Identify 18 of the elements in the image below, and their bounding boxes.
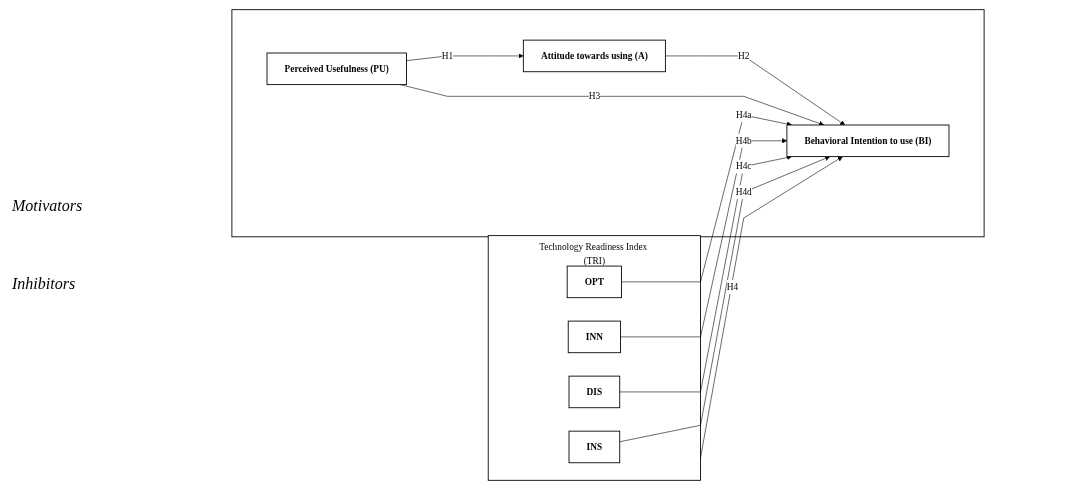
edge-label: H4: [726, 281, 739, 292]
edge-label: H2: [737, 50, 750, 61]
cluster: [231, 9, 985, 238]
edge-label: H4a: [735, 109, 752, 120]
edge-label: H1: [441, 50, 454, 61]
edge-label: H4b: [735, 135, 752, 146]
group-label: Motivators: [12, 197, 84, 215]
node-box: DIS: [568, 375, 621, 409]
node-box: INS: [568, 430, 621, 464]
edge-label: H4c: [735, 161, 752, 172]
node-box: Behavioral Intention to use (BI): [786, 124, 950, 158]
node-box: Perceived Usefulness (PU): [266, 52, 407, 86]
node-box: OPT: [566, 265, 622, 299]
edge-label: H3: [588, 91, 601, 101]
node-box: Attitude towards using (A): [522, 39, 666, 73]
edge-label: H4d: [735, 187, 752, 197]
group-label: Inhibitors: [12, 275, 77, 293]
node-box: INN: [567, 320, 621, 354]
